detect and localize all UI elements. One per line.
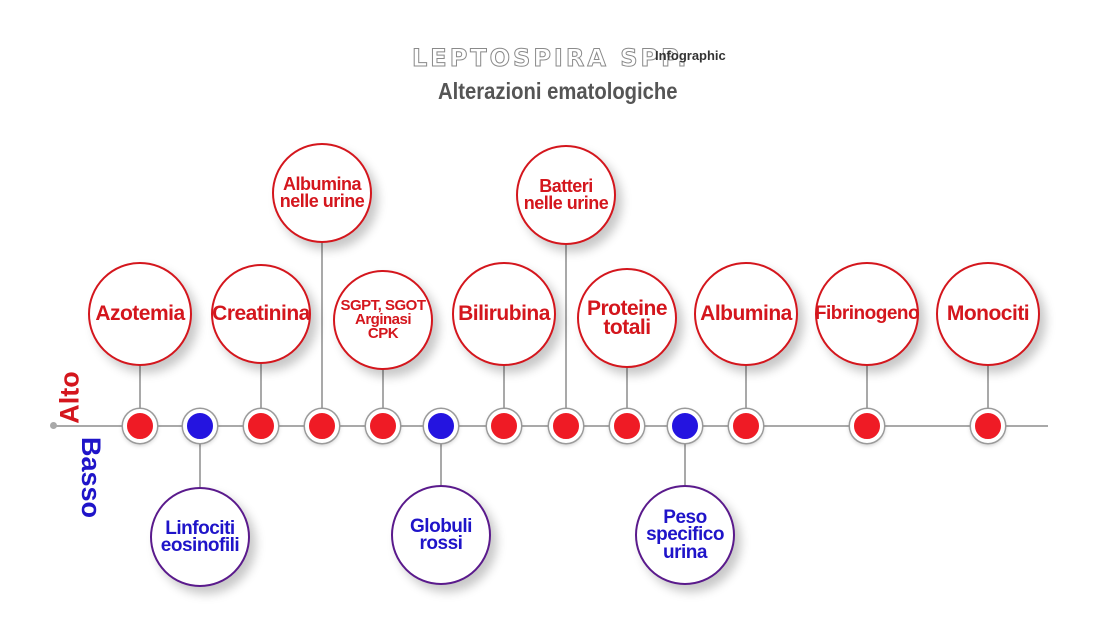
connector-line [139,366,141,426]
infographic-title: LEPTOSPIRA SPP. [411,44,690,73]
parameter-label: Albumina [700,302,792,326]
parameter-bubble-linfociti-eosinofili: Linfociti eosinofili [150,487,250,587]
axis-label-low: Basso [76,436,107,519]
connector-line [503,366,505,426]
parameter-bubble-globuli-rossi: Globuli rossi [391,485,491,585]
connector-line [440,426,442,485]
marker-dot-high [123,409,157,443]
connector-line [684,426,686,485]
parameter-label: Globuli rossi [410,515,472,554]
parameter-bubble-azotemia: Azotemia [88,262,192,366]
parameter-bubble-albumina-urine: Albumina nelle urine [272,143,372,243]
infographic-tag: Infographic [655,48,726,63]
parameter-bubble-fibrinogeno: Fibrinogeno [814,262,920,366]
connector-line [866,366,868,426]
marker-dot-low [668,409,702,443]
parameter-label: Linfociti eosinofili [160,517,240,556]
parameter-bubble-creatinina: Creatinina [211,264,311,364]
connector-line [321,243,323,426]
marker-dot-high [549,409,583,443]
parameter-label: Peso specifico urina [646,506,724,563]
parameter-label: Proteine totali [586,296,668,339]
parameter-bubble-peso-specifico-urina: Peso specifico urina [635,485,735,585]
parameter-label: Fibrinogeno [814,303,920,325]
connector-line [745,366,747,426]
marker-dot-high [366,409,400,443]
infographic-subtitle: Alterazioni ematologiche [438,78,678,104]
axis-label-high: Alto [54,371,85,424]
connector-line [199,426,201,487]
marker-dot-low [183,409,217,443]
parameter-bubble-monociti: Monociti [936,262,1040,366]
parameter-label: Monociti [946,302,1030,326]
marker-dot-low [424,409,458,443]
parameter-label: SGPT, SGOT Arginasi CPK [340,297,426,342]
parameter-bubble-albumina: Albumina [694,262,798,366]
parameter-label: Azotemia [95,302,185,326]
parameter-bubble-batteri-urine: Batteri nelle urine [516,145,616,245]
marker-dot-high [244,409,278,443]
connector-line [987,366,989,426]
timeline-start-point [50,422,57,429]
parameter-label: Albumina nelle urine [279,174,365,211]
parameter-bubble-proteine-totali: Proteine totali [577,268,677,368]
marker-dot-high [305,409,339,443]
marker-dot-high [971,409,1005,443]
marker-dot-high [729,409,763,443]
connector-line [565,245,567,426]
parameter-label: Bilirubina [458,302,550,326]
connector-line [626,368,628,426]
marker-dot-high [850,409,884,443]
connector-line [382,370,384,426]
parameter-bubble-bilirubina: Bilirubina [452,262,556,366]
parameter-bubble-sgpt-sgot: SGPT, SGOT Arginasi CPK [333,270,433,370]
connector-line [260,364,262,426]
parameter-label: Batteri nelle urine [523,176,609,213]
marker-dot-high [610,409,644,443]
marker-dot-high [487,409,521,443]
parameter-label: Creatinina [212,302,310,326]
